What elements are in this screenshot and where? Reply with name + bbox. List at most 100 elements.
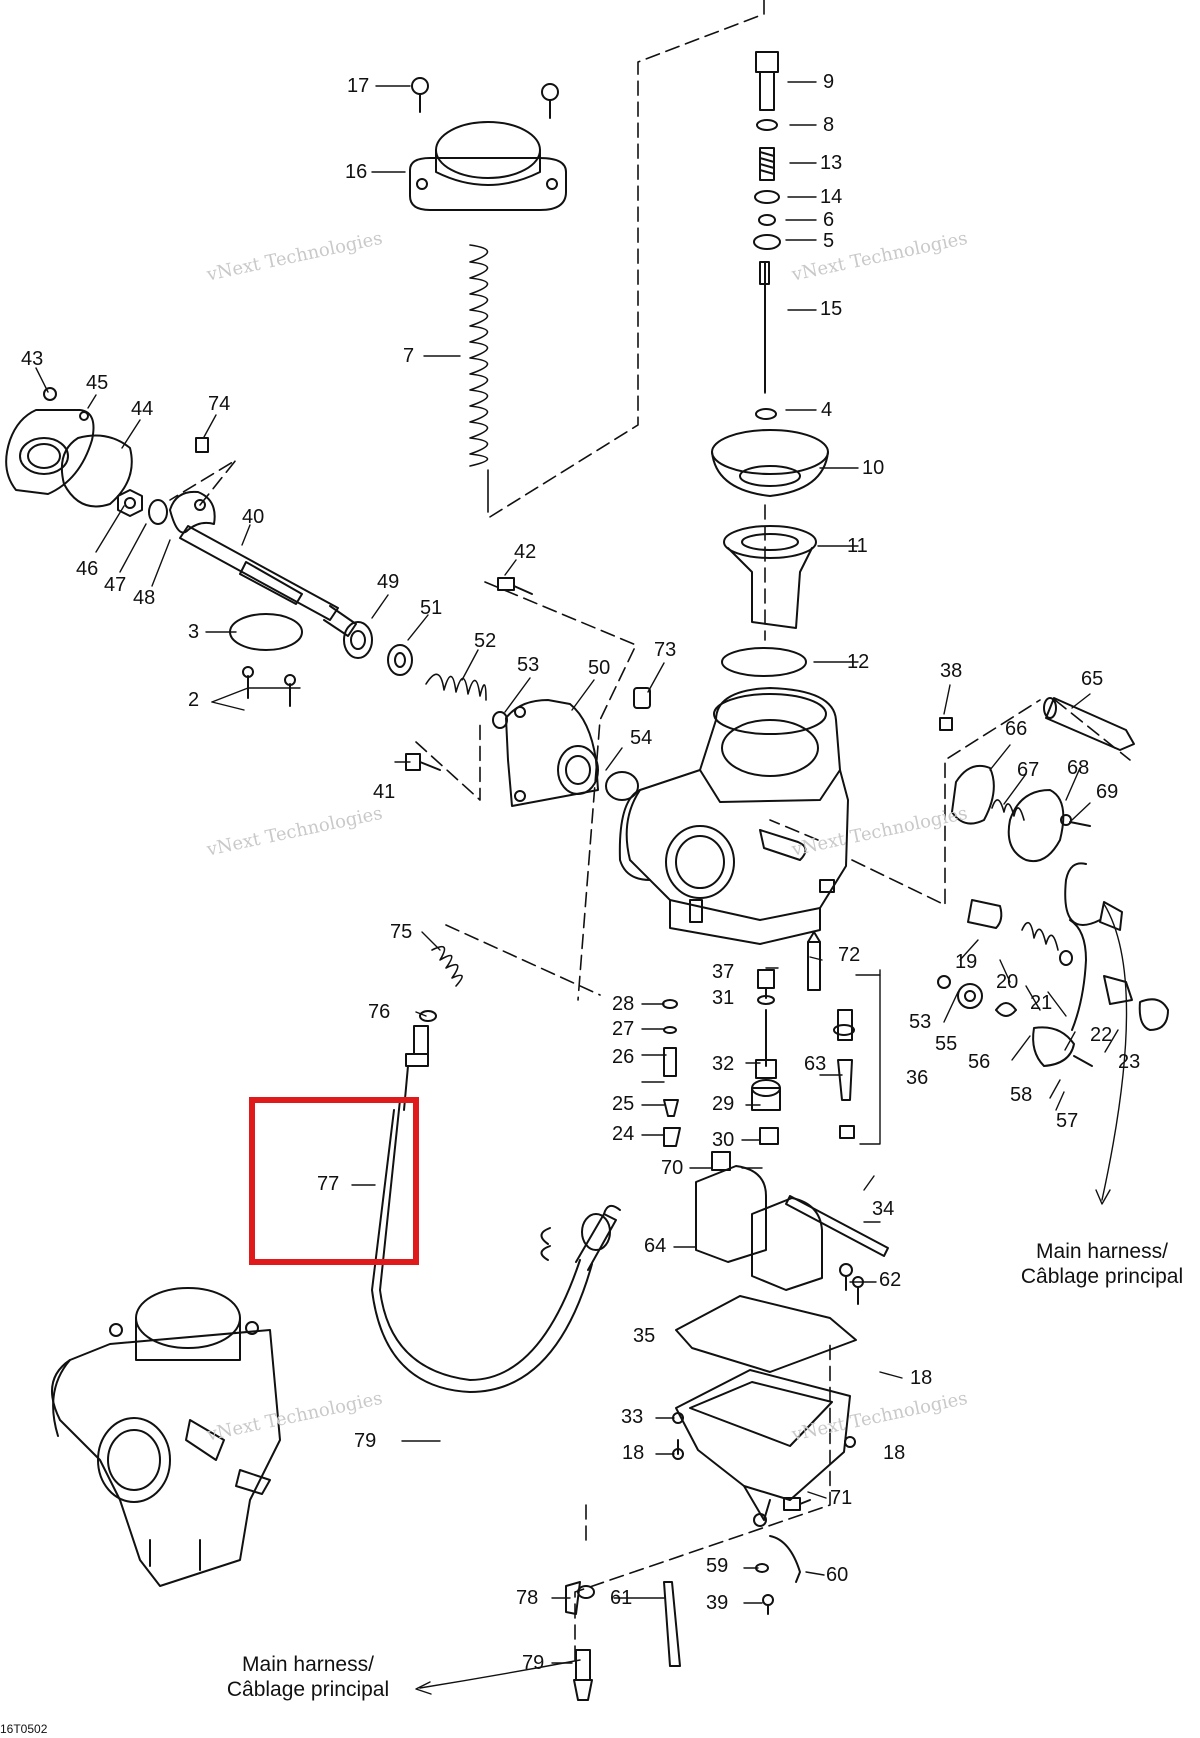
part-label-79: 79 [522, 1652, 545, 1674]
part-label-29: 29 [712, 1093, 735, 1115]
part-label-71: 71 [830, 1487, 853, 1509]
part-label-21: 21 [1030, 992, 1053, 1014]
part-label-32: 32 [712, 1053, 735, 1075]
part-label-72: 72 [838, 944, 861, 966]
part-label-30: 30 [712, 1129, 735, 1151]
part-label-75: 75 [390, 921, 413, 943]
part-label-66: 66 [1005, 718, 1028, 740]
part-label-67: 67 [1017, 759, 1040, 781]
gasket-35 [675, 1295, 857, 1373]
tube-61 [663, 1581, 681, 1667]
highlight-box-part-77 [249, 1097, 419, 1265]
part-label-41: 41 [373, 781, 396, 803]
part-label-50: 50 [588, 657, 611, 679]
spring-52 [425, 673, 487, 701]
harness-arrows [415, 903, 1128, 1695]
throttle-housing-50 [505, 699, 599, 807]
part-label-79b: 79 [354, 1430, 377, 1452]
screws-18 [672, 1276, 864, 1460]
part-label-42: 42 [514, 541, 537, 563]
part-label-7: 7 [403, 345, 415, 367]
nut-washer-cam-46-48 [117, 489, 216, 534]
part-label-70: 70 [661, 1157, 684, 1179]
part-label-37: 37 [712, 961, 735, 983]
part-label-73: 73 [654, 639, 677, 661]
slide-11 [723, 525, 817, 629]
part-label-59: 59 [706, 1555, 729, 1577]
parts-59-60-39 [755, 1535, 801, 1615]
gasket-44 [60, 434, 133, 508]
spring-75 [431, 945, 463, 987]
throttle-plate-3 [229, 613, 303, 651]
part-label-60: 60 [826, 1564, 849, 1586]
plug-73 [633, 687, 651, 709]
part-label-77: 77 [317, 1173, 340, 1195]
part-label-43: 43 [21, 348, 44, 370]
part-label-3: 3 [188, 621, 200, 643]
part-label-69: 69 [1096, 781, 1119, 803]
carburetor-body [618, 687, 849, 945]
jets-column [662, 931, 855, 1171]
part-label-62: 62 [879, 1269, 902, 1291]
spring-7 [469, 244, 489, 513]
part-label-2: 2 [188, 689, 200, 711]
harness-note-bottom: Main harness/ Câblage principal [200, 1652, 416, 1702]
part-label-18b: 18 [622, 1442, 645, 1464]
part-label-40: 40 [242, 506, 265, 528]
part-label-47: 47 [104, 574, 127, 596]
part-label-44: 44 [131, 398, 154, 420]
screws-17 [411, 77, 559, 119]
harness-note-right-line1: Main harness/ [1036, 1240, 1168, 1263]
part-label-39: 39 [706, 1592, 729, 1614]
part-label-19: 19 [955, 951, 978, 973]
harness-note-bottom-line2: Câblage principal [226, 1678, 390, 1701]
part-label-52: 52 [474, 630, 497, 652]
part-label-13: 13 [820, 152, 843, 174]
harness-note-right: Main harness/ Câblage principal [1004, 1239, 1200, 1289]
part-label-51: 51 [420, 597, 443, 619]
screws-2 [242, 666, 296, 707]
o-ring-53 [492, 711, 508, 729]
o-ring-54 [605, 771, 639, 801]
screw-41 [405, 753, 441, 771]
cover-16 [409, 121, 567, 211]
part-label-35: 35 [633, 1325, 656, 1347]
part-label-61: 61 [610, 1587, 633, 1609]
sensor-78 [565, 1581, 595, 1615]
screw-43 [43, 387, 57, 401]
part-label-46: 46 [76, 558, 99, 580]
part-label-33: 33 [621, 1406, 644, 1428]
float-bowl-33 [672, 1369, 851, 1527]
reference-code: 16T0502 [0, 1722, 48, 1736]
o-ring-12 [721, 647, 807, 677]
plate-68 [1007, 789, 1065, 862]
float-assembly [695, 1165, 889, 1291]
o-ring-76 [419, 1010, 437, 1022]
part-label-22: 22 [1090, 1024, 1113, 1046]
screw-42 [497, 577, 533, 595]
hose-65 [1043, 697, 1135, 751]
part-label-68: 68 [1067, 757, 1090, 779]
part-label-14: 14 [820, 186, 843, 208]
part-label-63: 63 [804, 1053, 827, 1075]
part-label-48: 48 [133, 587, 156, 609]
screw-74 [195, 437, 209, 453]
part-label-8: 8 [823, 114, 835, 136]
part-label-9: 9 [823, 71, 835, 93]
plug-38 [939, 717, 953, 731]
part-label-18c: 18 [883, 1442, 906, 1464]
part-label-65: 65 [1081, 668, 1104, 690]
part-label-38: 38 [940, 660, 963, 682]
part-label-74: 74 [208, 393, 231, 415]
part-label-76: 76 [368, 1001, 391, 1023]
harness-note-right-line2: Câblage principal [1020, 1265, 1184, 1288]
part-label-23: 23 [1118, 1051, 1141, 1073]
part-label-11: 11 [847, 535, 868, 557]
dashed-guide-lines [169, 0, 1131, 1661]
harness-note-bottom-line1: Main harness/ [242, 1653, 374, 1676]
part-label-16: 16 [345, 161, 368, 183]
part-label-20: 20 [996, 971, 1019, 993]
part-label-36: 36 [906, 1067, 929, 1089]
part-label-15: 15 [820, 298, 843, 320]
